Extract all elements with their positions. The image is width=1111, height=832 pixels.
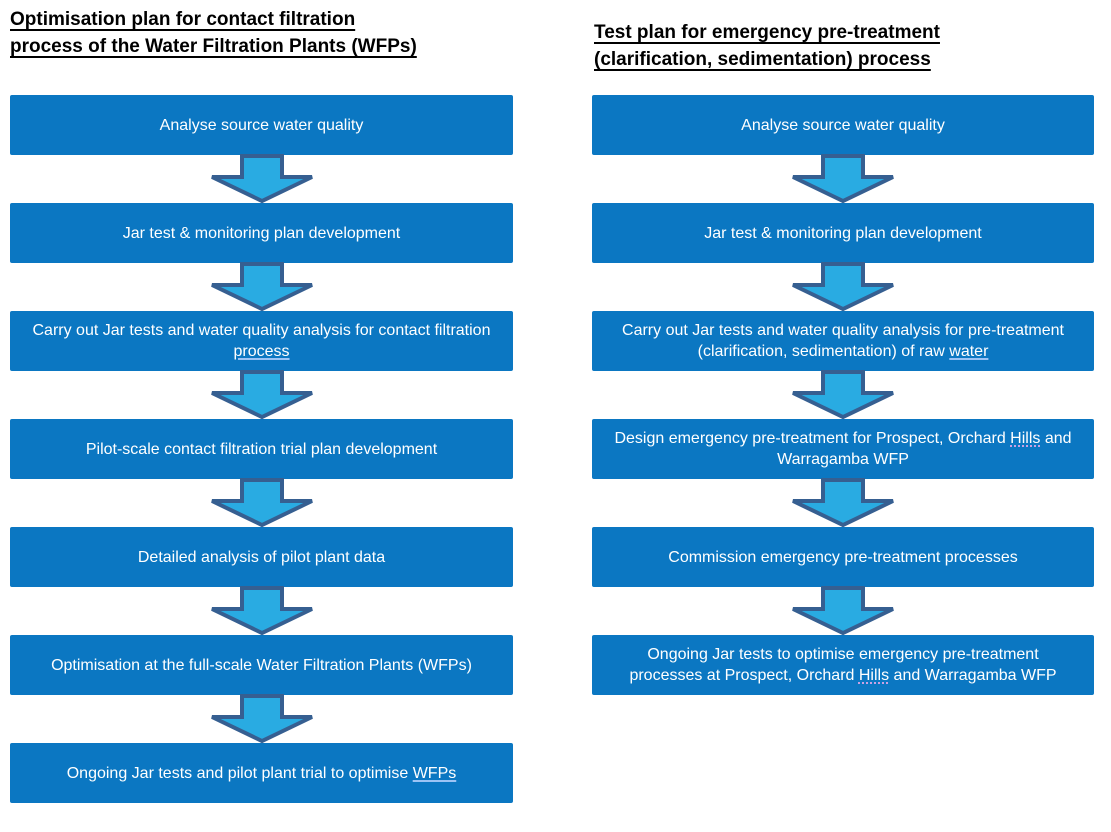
step-text-segment: Hills — [1010, 430, 1041, 447]
step-text-segment: Jar test & monitoring plan development — [122, 224, 401, 242]
column-title: Test plan for emergency pre-treatment (cl… — [592, 0, 1094, 95]
flow-step-box: Jar test & monitoring plan development — [10, 203, 513, 263]
down-arrow-icon — [792, 586, 894, 636]
step-text-segment: Pilot-scale contact filtration trial pla… — [85, 440, 438, 458]
flow-column-right: Test plan for emergency pre-treatment (cl… — [592, 0, 1094, 803]
step-text-segment: Carry out Jar tests and water quality an… — [32, 322, 491, 339]
step-text: Analyse source water quality — [612, 115, 1074, 136]
column-title-line: Optimisation plan for contact filtration — [10, 9, 356, 30]
step-text-segment: Optimisation at the full-scale Water Fil… — [51, 656, 472, 674]
flow-step-box: Detailed analysis of pilot plant data — [10, 527, 513, 587]
arrow-gap — [592, 370, 1094, 420]
flow-step-box: Carry out Jar tests and water quality an… — [592, 311, 1094, 371]
flow-step-box: Pilot-scale contact filtration trial pla… — [10, 419, 513, 479]
flow-step-box: Analyse source water quality — [592, 95, 1094, 155]
step-text-segment: and Warragamba WFP — [889, 667, 1057, 684]
step-text-segment: Analyse source water quality — [741, 116, 945, 134]
flow-step-box: Analyse source water quality — [10, 95, 513, 155]
arrow-gap — [592, 154, 1094, 204]
step-text: Ongoing Jar tests to optimise emergency … — [612, 644, 1074, 686]
column-title-line: Test plan for emergency pre-treatment — [594, 22, 940, 43]
down-arrow-icon — [210, 370, 313, 420]
arrow-gap — [10, 478, 513, 528]
step-text-segment: Jar test & monitoring plan development — [704, 224, 982, 242]
flow-step-box: Design emergency pre-treatment for Prosp… — [592, 419, 1094, 479]
down-arrow-icon — [792, 478, 894, 528]
down-arrow-icon — [792, 262, 894, 312]
step-text: Carry out Jar tests and water quality an… — [30, 320, 493, 362]
step-text: Jar test & monitoring plan development — [30, 223, 493, 244]
flow-step-box: Optimisation at the full-scale Water Fil… — [10, 635, 513, 695]
step-text-segment: Ongoing Jar tests and pilot plant trial … — [66, 764, 413, 782]
arrow-gap — [10, 262, 513, 312]
flow-step-box: Jar test & monitoring plan development — [592, 203, 1094, 263]
column-title: Optimisation plan for contact filtration… — [10, 0, 513, 95]
arrow-gap — [10, 694, 513, 744]
down-arrow-icon — [210, 154, 313, 204]
step-text: Optimisation at the full-scale Water Fil… — [30, 655, 493, 676]
flowchart-diagram: Optimisation plan for contact filtration… — [10, 0, 1094, 803]
down-arrow-icon — [792, 154, 894, 204]
step-text-segment: process — [233, 343, 290, 360]
flow-step-box: Carry out Jar tests and water quality an… — [10, 311, 513, 371]
step-text-segment: Commission emergency pre-treatment proce… — [668, 548, 1018, 566]
flow-step-box: Ongoing Jar tests and pilot plant trial … — [10, 743, 513, 803]
down-arrow-icon — [792, 370, 894, 420]
arrow-gap — [10, 370, 513, 420]
step-text: Commission emergency pre-treatment proce… — [612, 547, 1074, 568]
step-text: Design emergency pre-treatment for Prosp… — [612, 428, 1074, 470]
arrow-gap — [592, 586, 1094, 636]
step-text-segment: Carry out Jar tests and water quality an… — [622, 322, 1064, 360]
arrow-gap — [10, 586, 513, 636]
step-text: Analyse source water quality — [30, 115, 493, 136]
flow-step-box: Commission emergency pre-treatment proce… — [592, 527, 1094, 587]
step-text-segment: water — [949, 343, 989, 360]
down-arrow-icon — [210, 262, 313, 312]
column-title-line: (clarification, sedimentation) process — [594, 49, 931, 70]
arrow-gap — [10, 154, 513, 204]
column-title-line: process of the Water Filtration Plants (… — [10, 36, 417, 57]
step-text: Carry out Jar tests and water quality an… — [612, 320, 1074, 362]
down-arrow-icon — [210, 694, 313, 744]
flow-column-left: Optimisation plan for contact filtration… — [10, 0, 513, 803]
step-text-segment: Design emergency pre-treatment for Prosp… — [614, 430, 1011, 447]
step-text-segment: Analyse source water quality — [159, 116, 364, 134]
flow-step-box: Ongoing Jar tests to optimise emergency … — [592, 635, 1094, 695]
step-text-segment: WFPs — [412, 764, 457, 782]
step-text-segment: and Warragamba WFP — [777, 430, 1072, 468]
step-text-segment: Hills — [858, 667, 890, 684]
step-text: Detailed analysis of pilot plant data — [30, 547, 493, 568]
step-text-segment: Ongoing Jar tests to optimise emergency … — [629, 646, 1039, 684]
step-text: Pilot-scale contact filtration trial pla… — [30, 439, 493, 460]
arrow-gap — [592, 262, 1094, 312]
step-text: Jar test & monitoring plan development — [612, 223, 1074, 244]
step-text: Ongoing Jar tests and pilot plant trial … — [30, 763, 493, 784]
down-arrow-icon — [210, 586, 313, 636]
step-text-segment: Detailed analysis of pilot plant data — [137, 548, 386, 566]
down-arrow-icon — [210, 478, 313, 528]
arrow-gap — [592, 478, 1094, 528]
